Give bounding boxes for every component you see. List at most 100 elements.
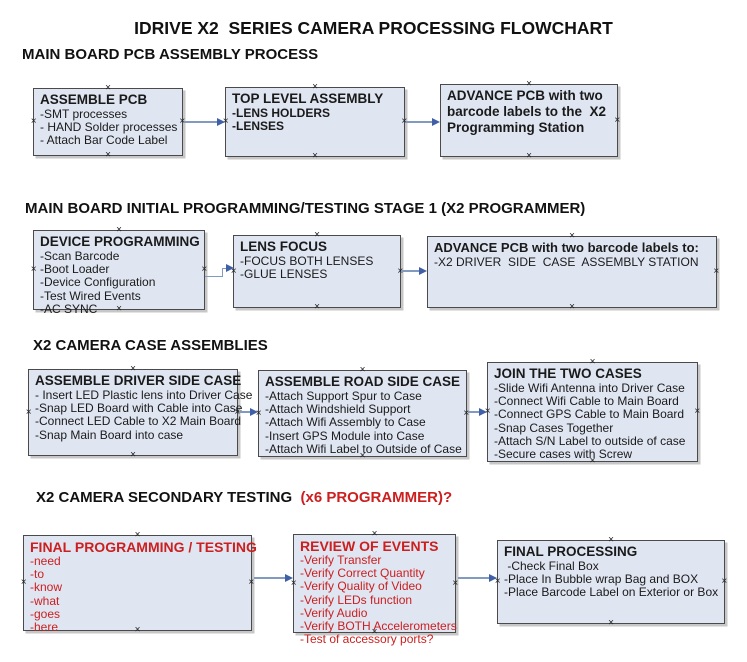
flow-box-final-programming-testing: × × × × FINAL PROGRAMMING / TESTING -nee… — [20, 530, 257, 635]
section-heading-secondary-testing: X2 CAMERA SECONDARY TESTING (x6 PROGRAMM… — [36, 489, 452, 506]
flow-arrow — [458, 577, 489, 579]
flow-box-join-two-cases: × × × × JOIN THE TWO CASES -Slide Wifi A… — [485, 357, 701, 466]
box-line: -goes — [30, 606, 61, 621]
box-line: -Attach Windshield Support — [265, 402, 411, 417]
flow-arrow-elbow-segment — [221, 268, 224, 277]
section-heading-initial-programming: MAIN BOARD INITIAL PROGRAMMING/TESTING S… — [25, 200, 586, 217]
box-line: - Insert LED Plastic lens into Driver Ca… — [35, 388, 253, 402]
box-title: FINAL PROGRAMMING / TESTING — [30, 539, 257, 555]
box-line: -Attach Wifi Label to Outside of Case — [265, 441, 462, 456]
box-line: -LENSES — [232, 119, 285, 134]
box-line: - HAND Solder processes — [40, 120, 178, 135]
box-title: ADVANCE PCB with two barcode labels to: — [434, 240, 699, 255]
box-line: -LENS HOLDERS — [232, 106, 331, 120]
box-line: -Device Configuration — [40, 275, 156, 290]
box-title: ASSEMBLE DRIVER SIDE CASE — [35, 373, 242, 388]
box-line: -Attach Wifi Assembly to Case — [265, 415, 426, 430]
box-title: JOIN THE TWO CASES — [494, 366, 642, 381]
flow-arrow — [184, 121, 217, 123]
box-line: -Scan Barcode — [40, 249, 120, 263]
box-line: -need — [30, 554, 61, 568]
box-line: -FOCUS BOTH LENSES — [240, 254, 374, 268]
box-line: -to — [30, 567, 45, 582]
section-heading-pcb-assembly: MAIN BOARD PCB ASSEMBLY PROCESS — [22, 46, 319, 63]
flow-box-advance-pcb-driver-station: × × × ADVANCE PCB with two barcode label… — [427, 231, 719, 312]
box-line: -Attach Support Spur to Case — [265, 389, 422, 403]
box-line: -Snap Cases Together — [494, 420, 614, 435]
box-title: FINAL PROCESSING — [504, 544, 638, 559]
section-heading-case-assemblies: X2 CAMERA CASE ASSEMBLIES — [33, 337, 268, 354]
flow-box-device-programming: × × × × DEVICE PROGRAMMING -Scan Barcode… — [30, 225, 208, 316]
connection-point-icon: × — [452, 577, 459, 589]
box-line: -Insert GPS Module into Case — [265, 428, 425, 443]
connection-point-icon: × — [526, 150, 532, 162]
box-line-overflow: -Test of accessory ports? — [300, 632, 434, 647]
box-line: -Verify Transfer — [300, 553, 382, 567]
section-heading-black: X2 CAMERA SECONDARY TESTING — [36, 489, 297, 506]
box-line: -Place In Bubble wrap Bag and BOX — [504, 572, 699, 587]
flow-box-advance-pcb-programming: × × × ADVANCE PCB with two barcode label… — [440, 79, 621, 161]
box-title: ADVANCE PCB with two barcode labels to t… — [447, 88, 610, 135]
connection-point-icon: × — [694, 406, 701, 417]
connection-point-icon: × — [314, 301, 320, 313]
box-line: -Check Final Box — [504, 559, 599, 573]
box-line: -Verify Correct Quantity — [300, 566, 425, 581]
box-line: -Connect LED Cable to X2 Main Board — [35, 414, 242, 429]
box-line: -X2 DRIVER SIDE CASE ASSEMBLY STATION — [434, 255, 699, 269]
connection-point-icon: × — [20, 577, 27, 588]
box-line: -Secure cases with Screw — [494, 447, 633, 462]
box-line: -Test Wired Events — [40, 288, 141, 303]
connection-point-icon: × — [30, 116, 37, 127]
flow-box-top-level-assembly: × × × × TOP LEVEL ASSEMBLY -LENS HOLDERS… — [223, 82, 407, 161]
box-line: -Verify Audio — [300, 605, 368, 620]
box-line: -AC SYNC — [40, 301, 98, 316]
box-line: -Boot Loader — [40, 262, 110, 277]
section-heading-red: (x6 PROGRAMMER)? — [296, 489, 453, 506]
box-line: -Slide Wifi Antenna into Driver Case — [494, 381, 685, 395]
flow-arrow — [254, 577, 285, 579]
connection-point-icon: × — [569, 301, 575, 313]
box-line: -Verify BOTH Accelerometers — [300, 619, 457, 634]
box-line: -Verify LEDs function — [300, 592, 413, 607]
box-line: -GLUE LENSES — [240, 267, 328, 282]
box-title: DEVICE PROGRAMMING — [40, 234, 200, 249]
flow-box-lens-focus: × × × × LENS FOCUS -FOCUS BOTH LENSES -G… — [231, 230, 403, 312]
connection-point-icon: × — [463, 407, 470, 419]
connection-point-icon: × — [248, 577, 255, 588]
box-title: TOP LEVEL ASSEMBLY — [232, 91, 384, 106]
flow-box-assemble-road-side-case: × × × × ASSEMBLE ROAD SIDE CASE -Attach … — [256, 365, 470, 461]
connection-point-icon: × — [25, 406, 32, 418]
box-line: -Connect Wifi Cable to Main Board — [494, 394, 679, 409]
flow-arrow — [401, 270, 419, 272]
box-line: -SMT processes — [40, 107, 128, 121]
page-title: IDRIVE X2 SERIES CAMERA PROCESSING FLOWC… — [134, 18, 613, 38]
connection-point-icon: × — [312, 150, 318, 162]
flow-arrow — [406, 121, 432, 123]
connection-point-icon: × — [130, 449, 136, 461]
connection-point-icon: × — [614, 114, 621, 126]
box-line: -Place Barcode Label on Exterior or Box — [504, 585, 719, 600]
box-line: -what — [30, 593, 60, 608]
flow-box-assemble-driver-side-case: × × × × ASSEMBLE DRIVER SIDE CASE - Inse… — [25, 364, 253, 460]
flow-arrow-elbow-segment — [205, 275, 223, 278]
flow-arrow — [239, 411, 250, 413]
box-line: -Attach S/N Label to outside of case — [494, 433, 686, 448]
flow-box-review-of-events: × × × × REVIEW OF EVENTS -Verify Transfe… — [291, 529, 459, 646]
flow-arrow — [468, 411, 479, 413]
box-title: ASSEMBLE PCB — [40, 92, 148, 107]
flow-arrow — [223, 267, 226, 270]
box-line: -Snap LED Board with Cable into Case — [35, 401, 243, 416]
flow-box-assemble-pcb: × × × × ASSEMBLE PCB -SMT processes - HA… — [30, 83, 185, 160]
box-line: -know — [30, 580, 63, 595]
connection-point-icon: × — [201, 264, 208, 275]
box-line: - Attach Bar Code Label — [40, 133, 168, 148]
connection-point-icon: × — [608, 617, 614, 629]
box-title: LENS FOCUS — [240, 239, 328, 254]
box-title: REVIEW OF EVENTS — [300, 538, 439, 554]
box-line: -Snap Main Board into case — [35, 427, 184, 442]
box-title: ASSEMBLE ROAD SIDE CASE — [265, 374, 461, 389]
box-line: -Connect GPS Cable to Main Board — [494, 407, 685, 422]
flow-box-final-processing: × × × × FINAL PROCESSING -Check Final Bo… — [495, 535, 727, 628]
connection-point-icon: × — [30, 264, 37, 275]
